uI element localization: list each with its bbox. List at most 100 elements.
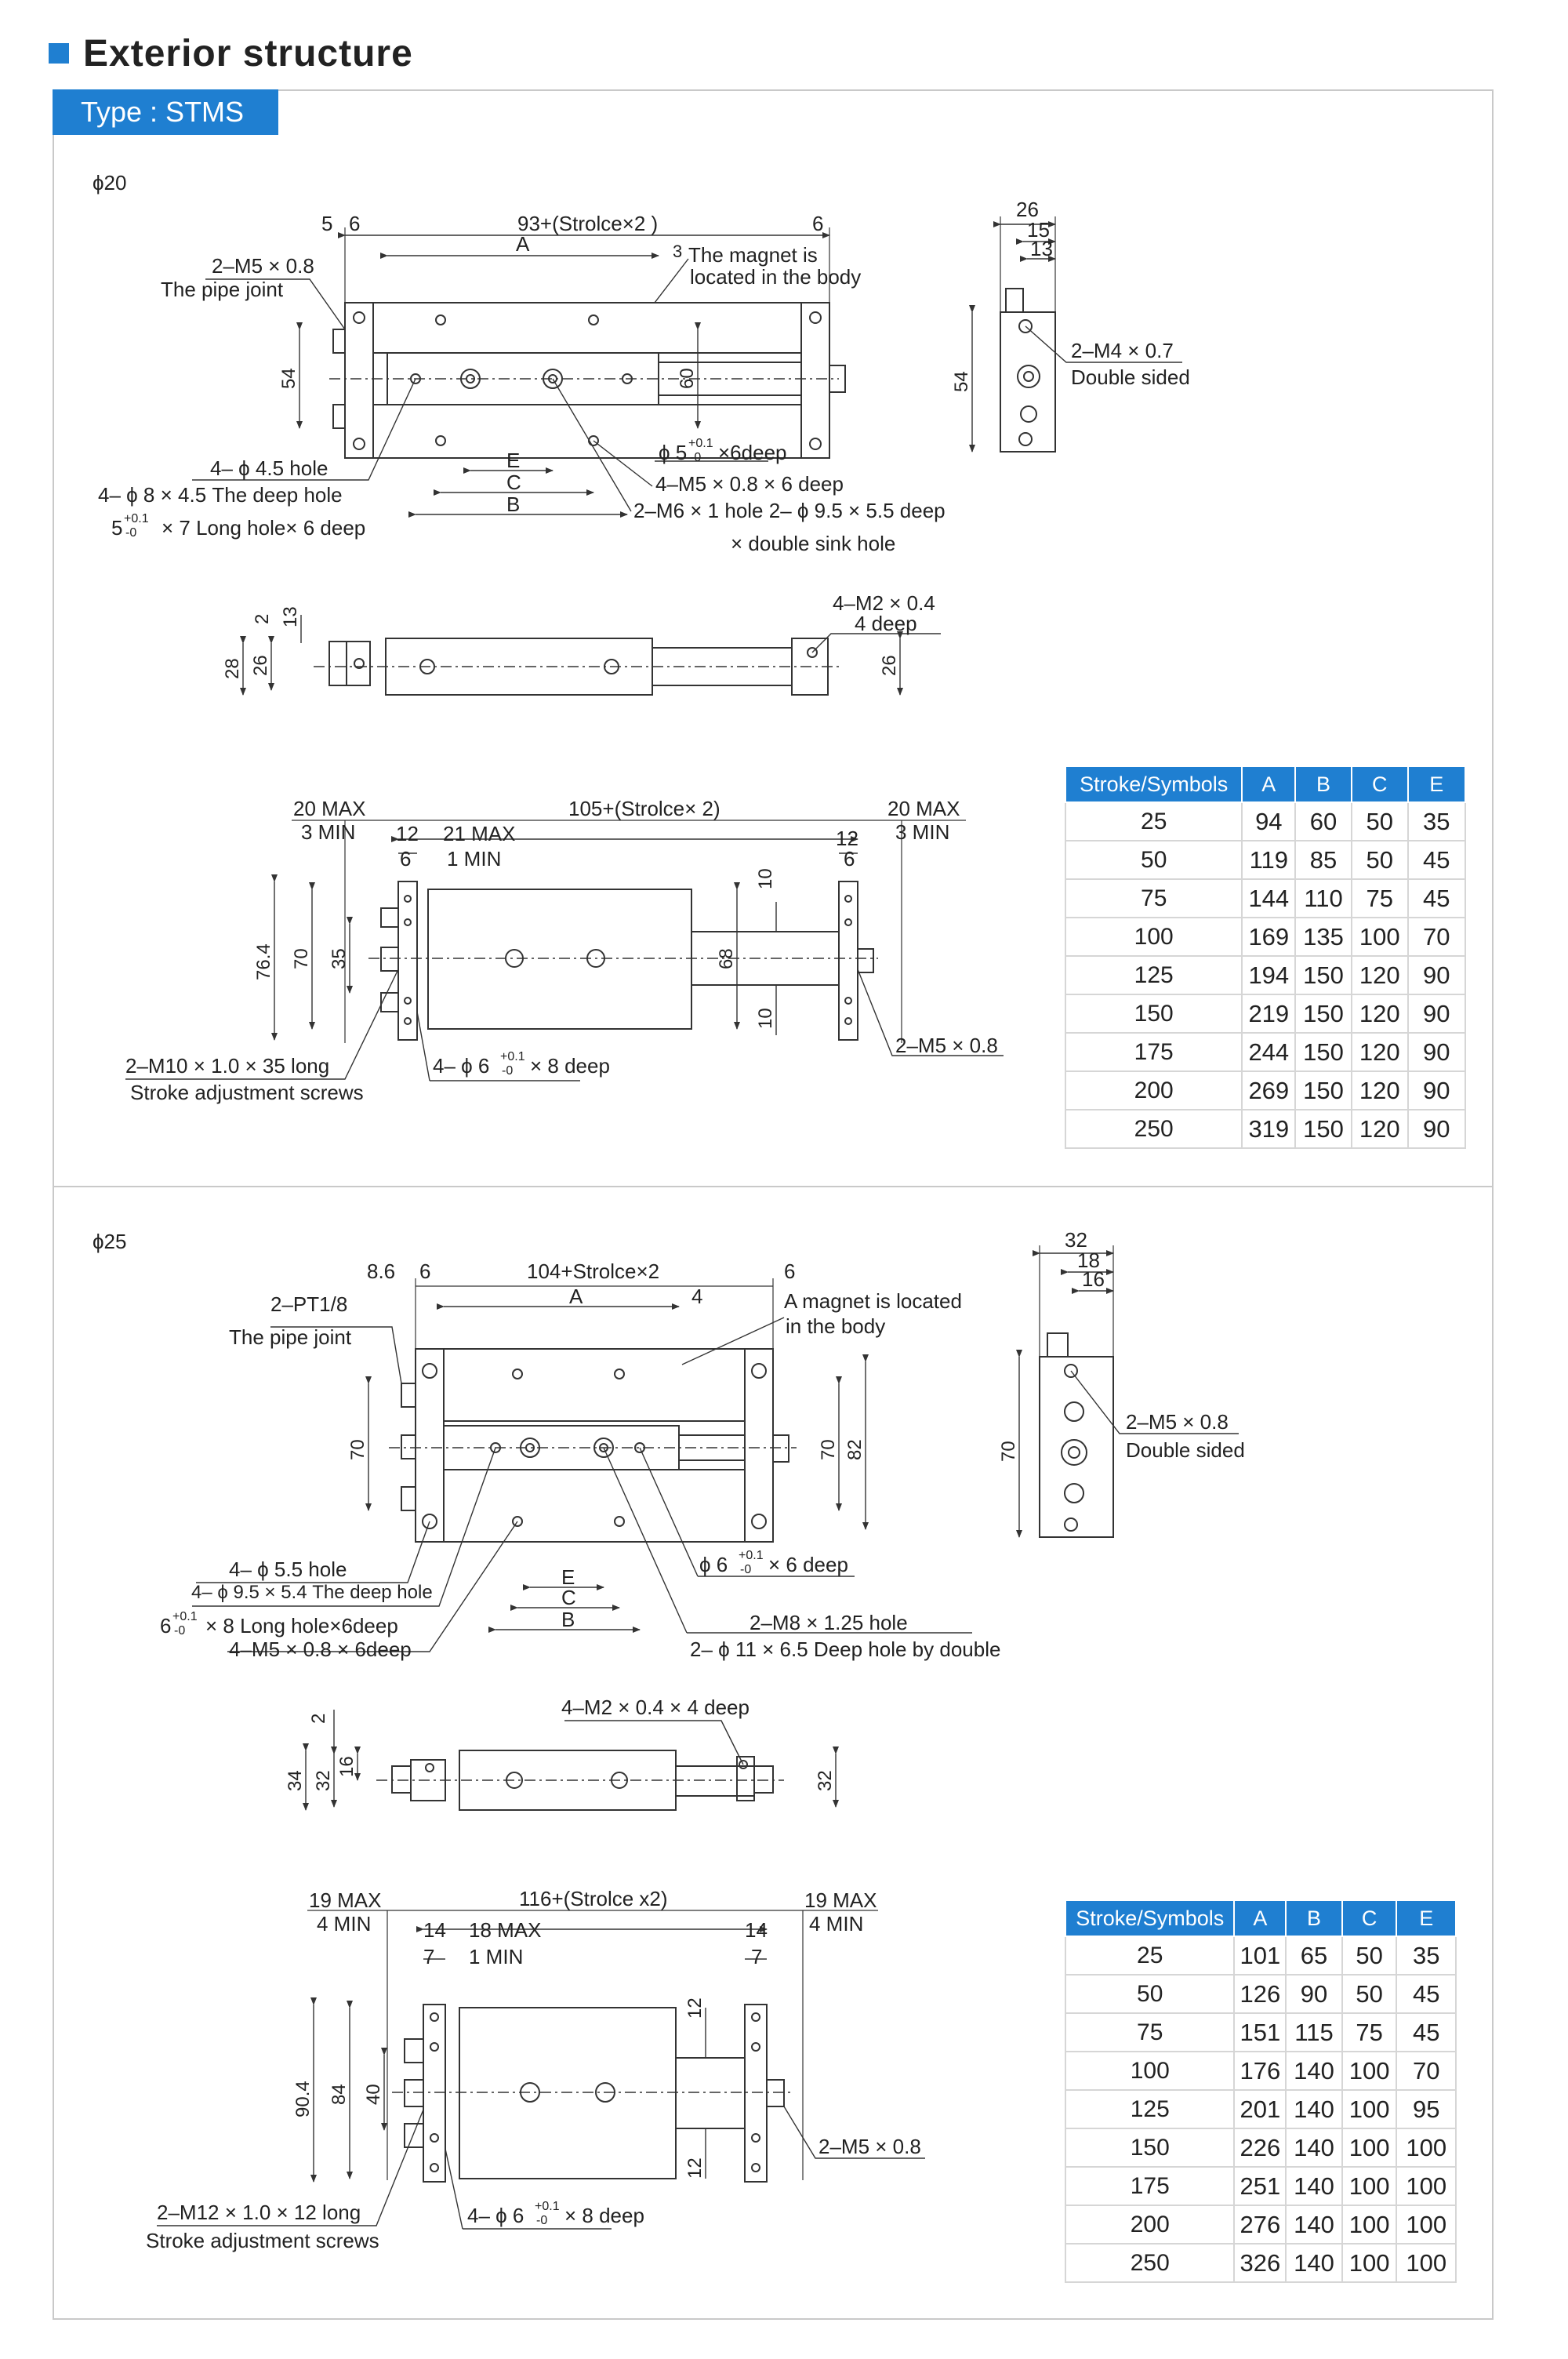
s2-dim-7b: 7 xyxy=(751,1945,762,1968)
s1-bottom-m5: 2–M5 × 0.8 xyxy=(895,1034,998,1057)
s1-m2-1: 4–M2 × 0.4 xyxy=(833,591,935,615)
s1-dim-3: 3 xyxy=(673,242,682,261)
s1-phi5-tol-dn: -0 xyxy=(690,451,701,464)
s2-front-32b: 32 xyxy=(815,1770,836,1791)
table-cell: 50 xyxy=(1064,840,1243,880)
s1-phi6-tol-dn: -0 xyxy=(502,1064,513,1078)
table-cell: 100 xyxy=(1396,2205,1457,2245)
table-cell: 125 xyxy=(1064,955,1243,995)
s1-max-21: 21 MAX xyxy=(443,822,516,845)
s2-max-18: 18 MAX xyxy=(469,1918,542,1942)
s2-bottom-total: 116+(Strolce x2) xyxy=(519,1887,668,1910)
s2-dim-4: 4 xyxy=(691,1285,702,1308)
s2-side-16: 16 xyxy=(1082,1267,1105,1291)
s1-front-view xyxy=(240,615,941,696)
s2-top-m5: 4–M5 × 0.8 × 6deep xyxy=(229,1637,412,1661)
s2-front-32a: 32 xyxy=(313,1770,334,1791)
s1-hole-1: 4– ϕ 4.5 hole xyxy=(210,456,328,480)
s1-max-r1: 20 MAX xyxy=(887,797,960,820)
table-cell: 90 xyxy=(1406,994,1467,1034)
table-cell: 115 xyxy=(1285,2012,1343,2052)
s2-min-r1: 4 MIN xyxy=(809,1912,863,1936)
s1-front-26b: 26 xyxy=(879,655,900,676)
page-title: Exterior structure xyxy=(83,32,413,75)
s1-m6: 2–M6 × 1 hole 2– ϕ 9.5 × 5.5 deep xyxy=(633,499,946,522)
table-cell: 50 xyxy=(1350,801,1409,841)
type-badge: Type : STMS xyxy=(53,89,278,135)
s2-side-view xyxy=(1016,1245,1239,1538)
table-cell: 90 xyxy=(1406,1109,1467,1149)
table-cell: 90 xyxy=(1406,1070,1467,1110)
s1-m4-1: 2–M4 × 0.7 xyxy=(1071,339,1174,362)
s1-front-26a: 26 xyxy=(250,655,271,676)
table-cell: 120 xyxy=(1350,1109,1409,1149)
table-cell: 175 xyxy=(1064,2166,1236,2206)
s2-phi6-tol-up: +0.1 xyxy=(739,1549,764,1562)
table-cell: 219 xyxy=(1241,994,1297,1034)
s1-side-13: 13 xyxy=(1030,237,1053,260)
table-cell: 90 xyxy=(1406,955,1467,995)
table-cell: 100 xyxy=(1341,2166,1398,2206)
s1-dim-12b: 12 xyxy=(836,827,858,850)
s2-m8: 2–M8 × 1.25 hole xyxy=(750,1611,908,1634)
s1-m2-2: 4 deep xyxy=(855,612,917,635)
s2-dim-6a: 6 xyxy=(419,1259,430,1283)
s1-dim-B: B xyxy=(506,493,520,516)
table-cell: 94 xyxy=(1241,801,1297,841)
table-cell: 100 xyxy=(1396,2128,1457,2168)
s1-side-labels: 26 15 13 54 2–M4 × 0.7 Double sided xyxy=(951,198,1190,392)
table-cell: 150 xyxy=(1294,1032,1352,1072)
s2-dim-A: A xyxy=(569,1285,583,1308)
s1-dim-A: A xyxy=(516,232,530,256)
s2-hole-2: 4– ϕ 9.5 × 5.4 The deep hole xyxy=(191,1582,433,1603)
s1-dim-68: 68 xyxy=(716,948,737,969)
table-cell: 100 xyxy=(1350,917,1409,957)
drawing-frame xyxy=(53,89,1494,2320)
table-cell: 150 xyxy=(1294,994,1352,1034)
s2-front-34: 34 xyxy=(285,1770,306,1791)
table-header-cell: Stroke/Symbols xyxy=(1064,765,1243,803)
table-cell: 120 xyxy=(1350,994,1409,1034)
table-cell: 150 xyxy=(1064,994,1243,1034)
blue-square-icon xyxy=(49,43,69,64)
s2-hole-1: 4– ϕ 5.5 hole xyxy=(229,1558,347,1581)
section-divider xyxy=(53,1186,1494,1187)
table-cell: 75 xyxy=(1064,878,1243,918)
bore-label-20: ϕ20 xyxy=(93,171,127,194)
section-header: Exterior structure xyxy=(49,30,413,77)
table-cell: 250 xyxy=(1064,2243,1236,2283)
table-cell: 25 xyxy=(1064,801,1243,841)
table-cell: 45 xyxy=(1396,1974,1457,2014)
s2-m5-1: 2–M5 × 0.8 xyxy=(1126,1410,1229,1434)
table-cell: 50 xyxy=(1341,1974,1398,2014)
table-header-cell: E xyxy=(1396,1899,1457,1937)
table-cell: 200 xyxy=(1064,1070,1243,1110)
table-cell: 100 xyxy=(1341,2128,1398,2168)
s1-dim-10a: 10 xyxy=(755,868,776,889)
s2-screw-2: Stroke adjustment screws xyxy=(146,2229,379,2252)
table-cell: 100 xyxy=(1064,917,1243,957)
table-cell: 140 xyxy=(1285,2166,1343,2206)
s1-dim-10b: 10 xyxy=(755,1008,776,1029)
s1-dim-6b: 6 xyxy=(812,212,823,235)
table-cell: 85 xyxy=(1294,840,1352,880)
table-cell: 140 xyxy=(1285,2128,1343,2168)
s2-phi6-rest: × 6 deep xyxy=(768,1553,848,1576)
table-cell: 90 xyxy=(1406,1032,1467,1072)
bore-label-25: ϕ25 xyxy=(93,1230,127,1253)
table-cell: 50 xyxy=(1341,1936,1398,1976)
table-cell: 90 xyxy=(1285,1974,1343,2014)
s2-phi6b-tol-up: +0.1 xyxy=(535,2200,560,2213)
s2-side-70: 70 xyxy=(998,1441,1019,1462)
table-cell: 244 xyxy=(1241,1032,1297,1072)
